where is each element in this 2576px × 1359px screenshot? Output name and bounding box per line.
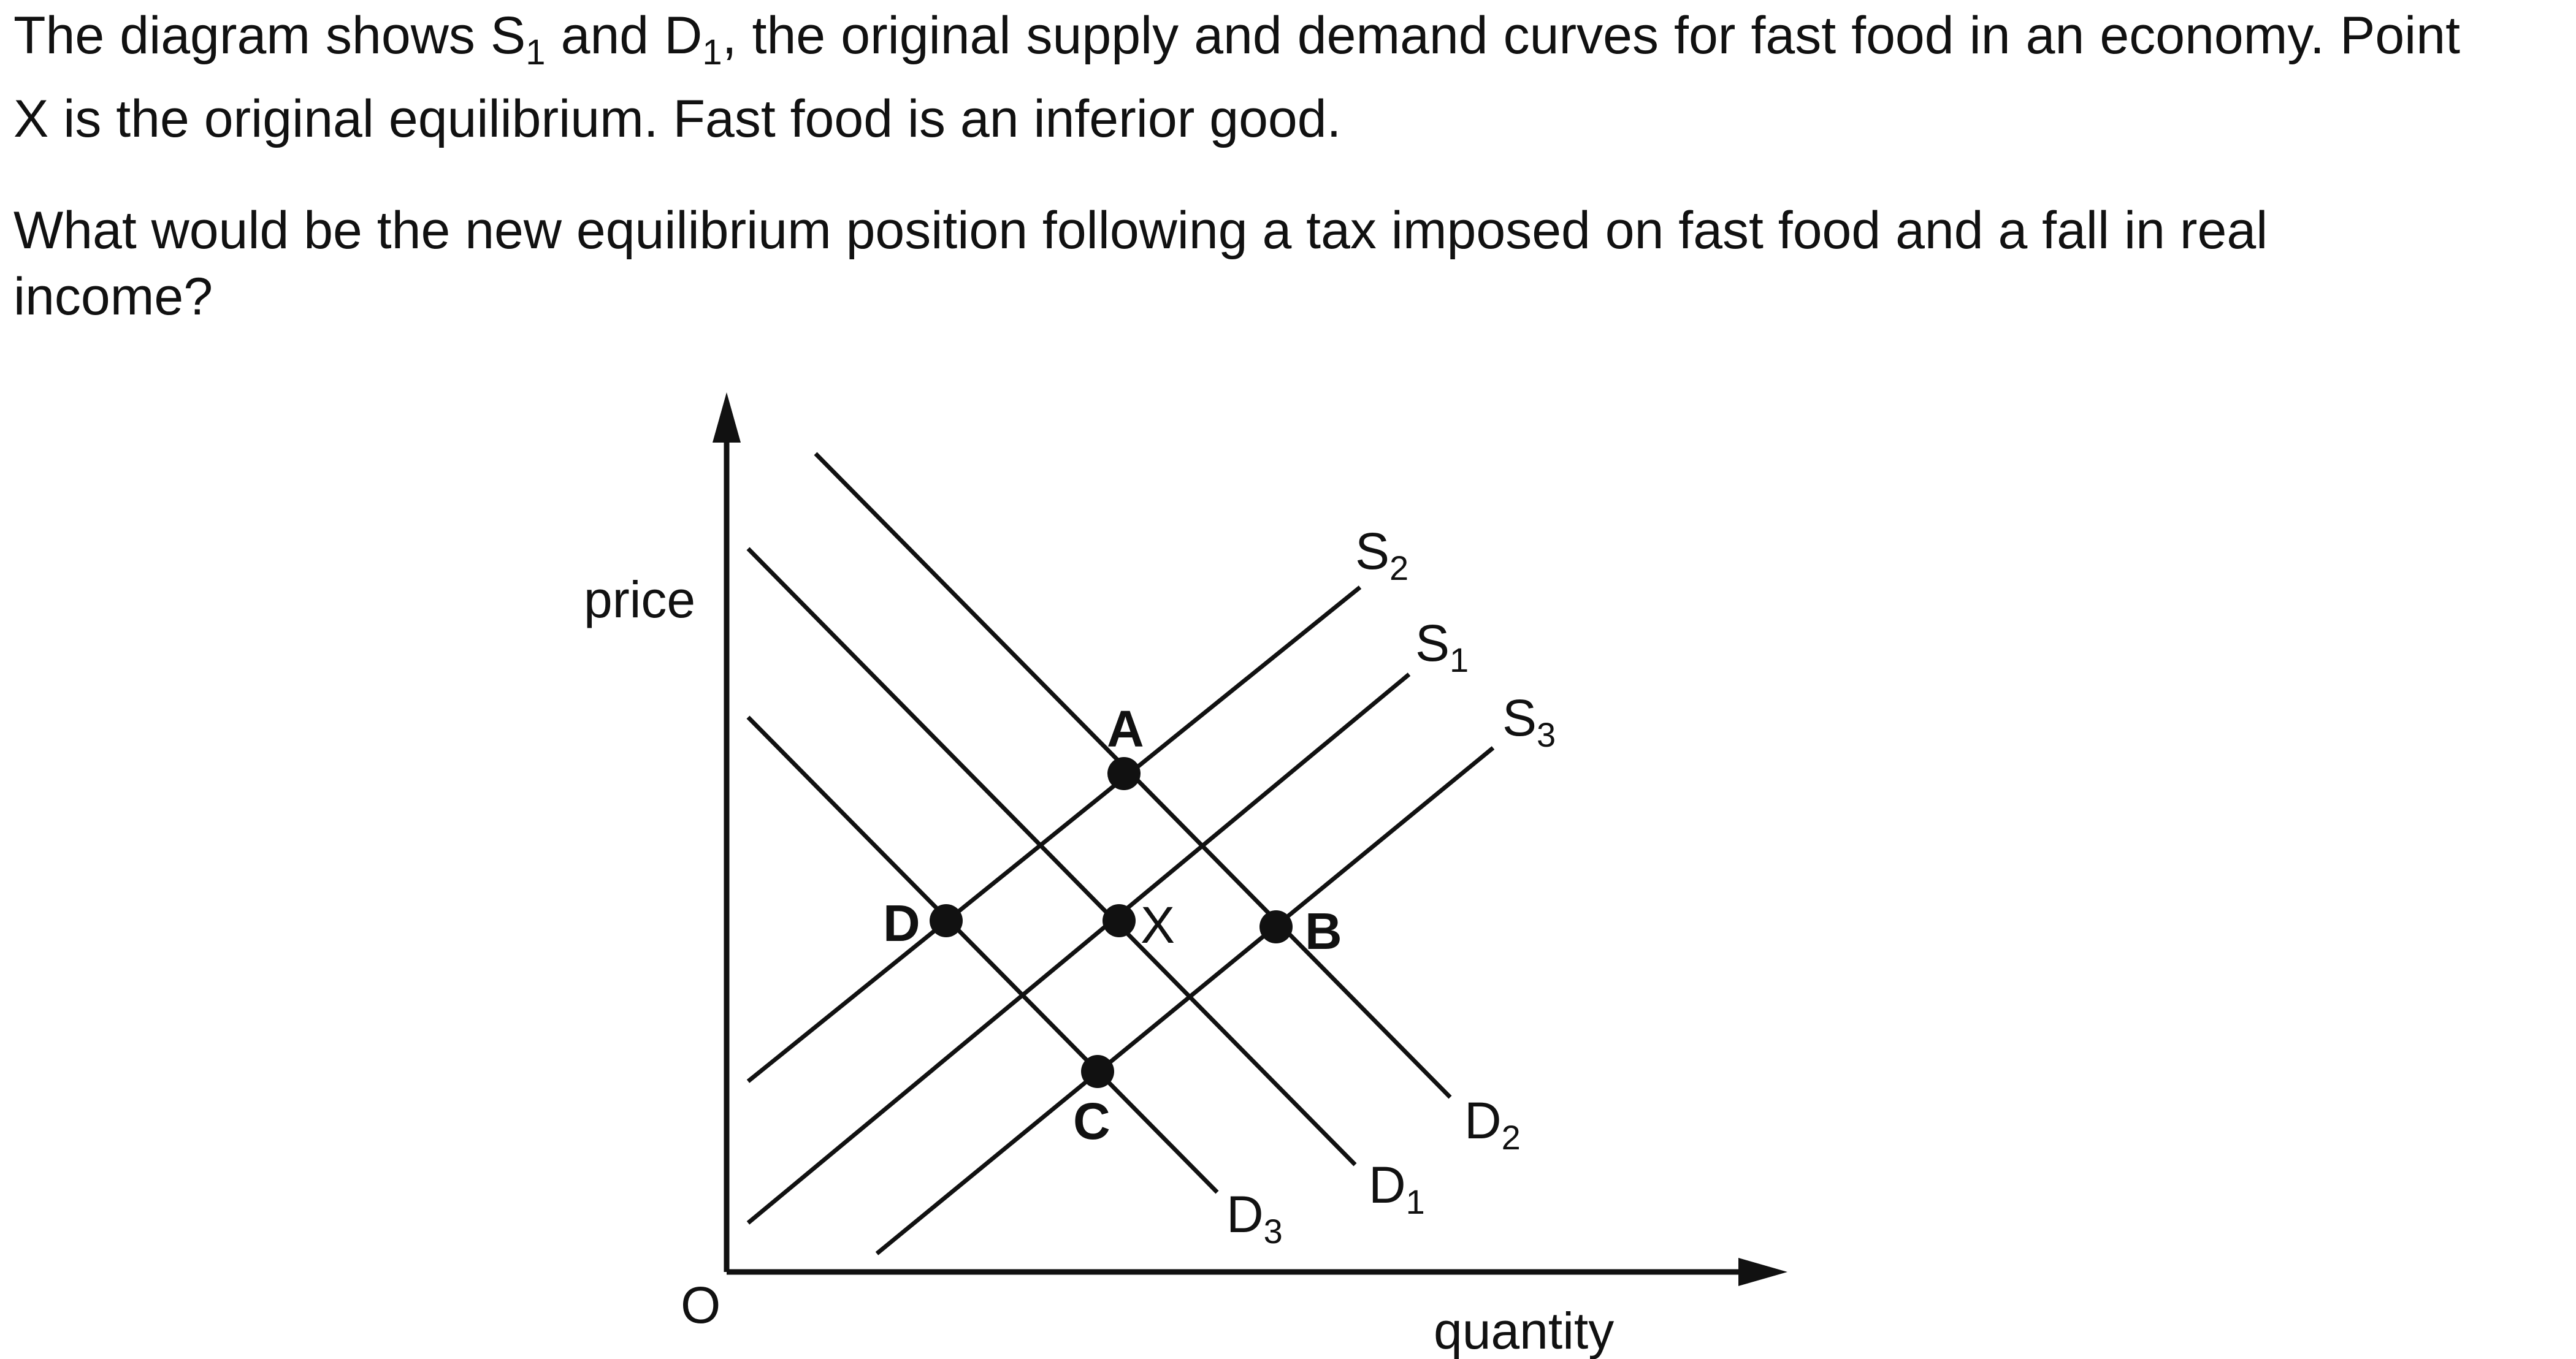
point-d [930, 904, 963, 937]
origin-label: O [681, 1276, 720, 1334]
supply-curve-s2 [746, 585, 1362, 1083]
d3-label: D3 [1226, 1186, 1283, 1251]
point-a [1107, 757, 1141, 790]
point-a-label: A [1107, 700, 1144, 758]
demand-curve-d3 [746, 715, 1219, 1194]
x-axis-arrowhead [1738, 1258, 1787, 1286]
point-b [1259, 910, 1293, 943]
supply-curve-s3 [875, 746, 1495, 1255]
y-axis-label: price [584, 571, 695, 628]
point-d-label: D [883, 894, 920, 952]
question-prompt: What would be the new equilibrium positi… [13, 201, 2268, 326]
y-axis-arrowhead [713, 392, 741, 443]
point-b-label: B [1305, 902, 1342, 960]
point-c-label: C [1073, 1092, 1110, 1150]
point-x-label: X [1141, 896, 1175, 954]
d1-label: D1 [1369, 1156, 1425, 1221]
s2-label: S2 [1355, 522, 1408, 587]
point-c [1081, 1055, 1114, 1088]
s3-label: S3 [1502, 689, 1556, 754]
d2-label: D2 [1464, 1092, 1521, 1157]
supply-curve-s1 [746, 672, 1411, 1225]
demand-curve-d1 [746, 547, 1357, 1167]
s1-label: S1 [1415, 614, 1469, 679]
x-axis-label: quantity [1434, 1302, 1614, 1359]
point-x [1103, 904, 1136, 937]
question-intro: The diagram shows S1 and D1, the origina… [13, 6, 2460, 149]
